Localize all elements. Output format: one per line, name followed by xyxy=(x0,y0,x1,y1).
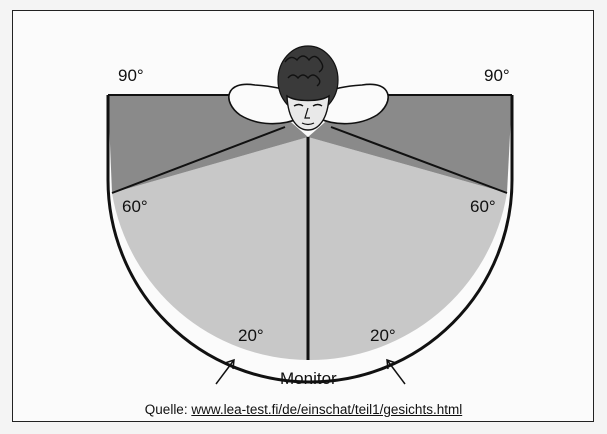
caption-prefix: Quelle: xyxy=(145,402,192,417)
label-20-left: 20° xyxy=(238,326,264,346)
monitor-label: Monitor xyxy=(280,369,337,389)
label-20-right: 20° xyxy=(370,326,396,346)
source-caption: Quelle: www.lea-test.fi/de/einschat/teil… xyxy=(0,402,607,417)
label-60-left: 60° xyxy=(122,197,148,217)
label-90-left: 90° xyxy=(118,66,144,86)
source-link[interactable]: www.lea-test.fi/de/einschat/teil1/gesich… xyxy=(191,402,462,417)
label-90-right: 90° xyxy=(484,66,510,86)
label-60-right: 60° xyxy=(470,197,496,217)
